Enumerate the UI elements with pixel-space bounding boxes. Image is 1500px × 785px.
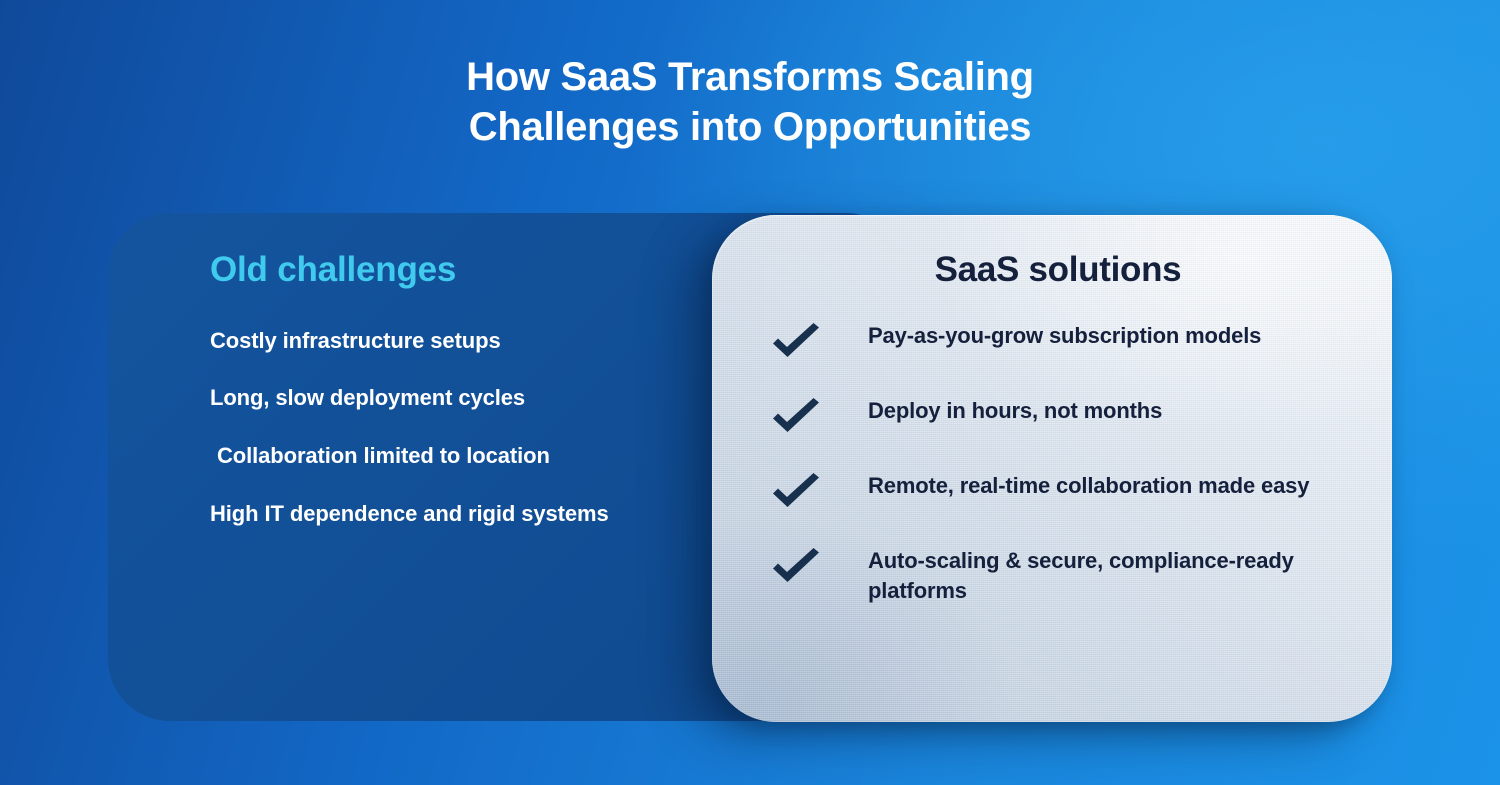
saas-solutions-list: Pay-as-you-grow subscription models Depl… <box>770 320 1352 607</box>
check-icon <box>770 322 822 363</box>
list-item: High IT dependence and rigid systems <box>210 501 609 527</box>
list-item: Auto-scaling & secure, compliance-ready … <box>770 545 1352 607</box>
check-icon <box>770 472 822 513</box>
list-item: Long, slow deployment cycles <box>210 385 526 411</box>
check-icon <box>770 397 822 438</box>
page-title: How SaaS Transforms Scaling Challenges i… <box>0 52 1500 153</box>
list-item-label: Remote, real-time collaboration made eas… <box>868 472 1310 498</box>
list-item: Collaboration limited to location <box>217 443 550 469</box>
list-item: Deploy in hours, not months <box>770 395 1352 438</box>
saas-solutions-card: SaaS solutions Pay-as-you-grow subscript… <box>712 215 1392 722</box>
page-title-line-2: Challenges into Opportunities <box>468 105 1032 150</box>
list-item-label: Deploy in hours, not months <box>868 397 1163 423</box>
page-title-line-1: How SaaS Transforms Scaling <box>466 55 1034 99</box>
list-item: Costly infrastructure setups <box>210 327 501 353</box>
old-challenges-content: Old challenges Costly infrastructure set… <box>210 250 630 530</box>
list-item: Pay-as-you-grow subscription models <box>770 320 1352 363</box>
saas-solutions-heading: SaaS solutions <box>934 250 1182 289</box>
list-item: Remote, real-time collaboration made eas… <box>770 470 1352 513</box>
saas-solutions-content: SaaS solutions Pay-as-you-grow subscript… <box>712 215 1392 606</box>
old-challenges-list: Costly infrastructure setups Long, slow … <box>210 326 630 530</box>
list-item-label: Pay-as-you-grow subscription models <box>868 322 1262 348</box>
old-challenges-heading: Old challenges <box>210 250 457 289</box>
check-icon <box>770 547 822 588</box>
list-item-label: Auto-scaling & secure, compliance-ready … <box>868 547 1294 603</box>
